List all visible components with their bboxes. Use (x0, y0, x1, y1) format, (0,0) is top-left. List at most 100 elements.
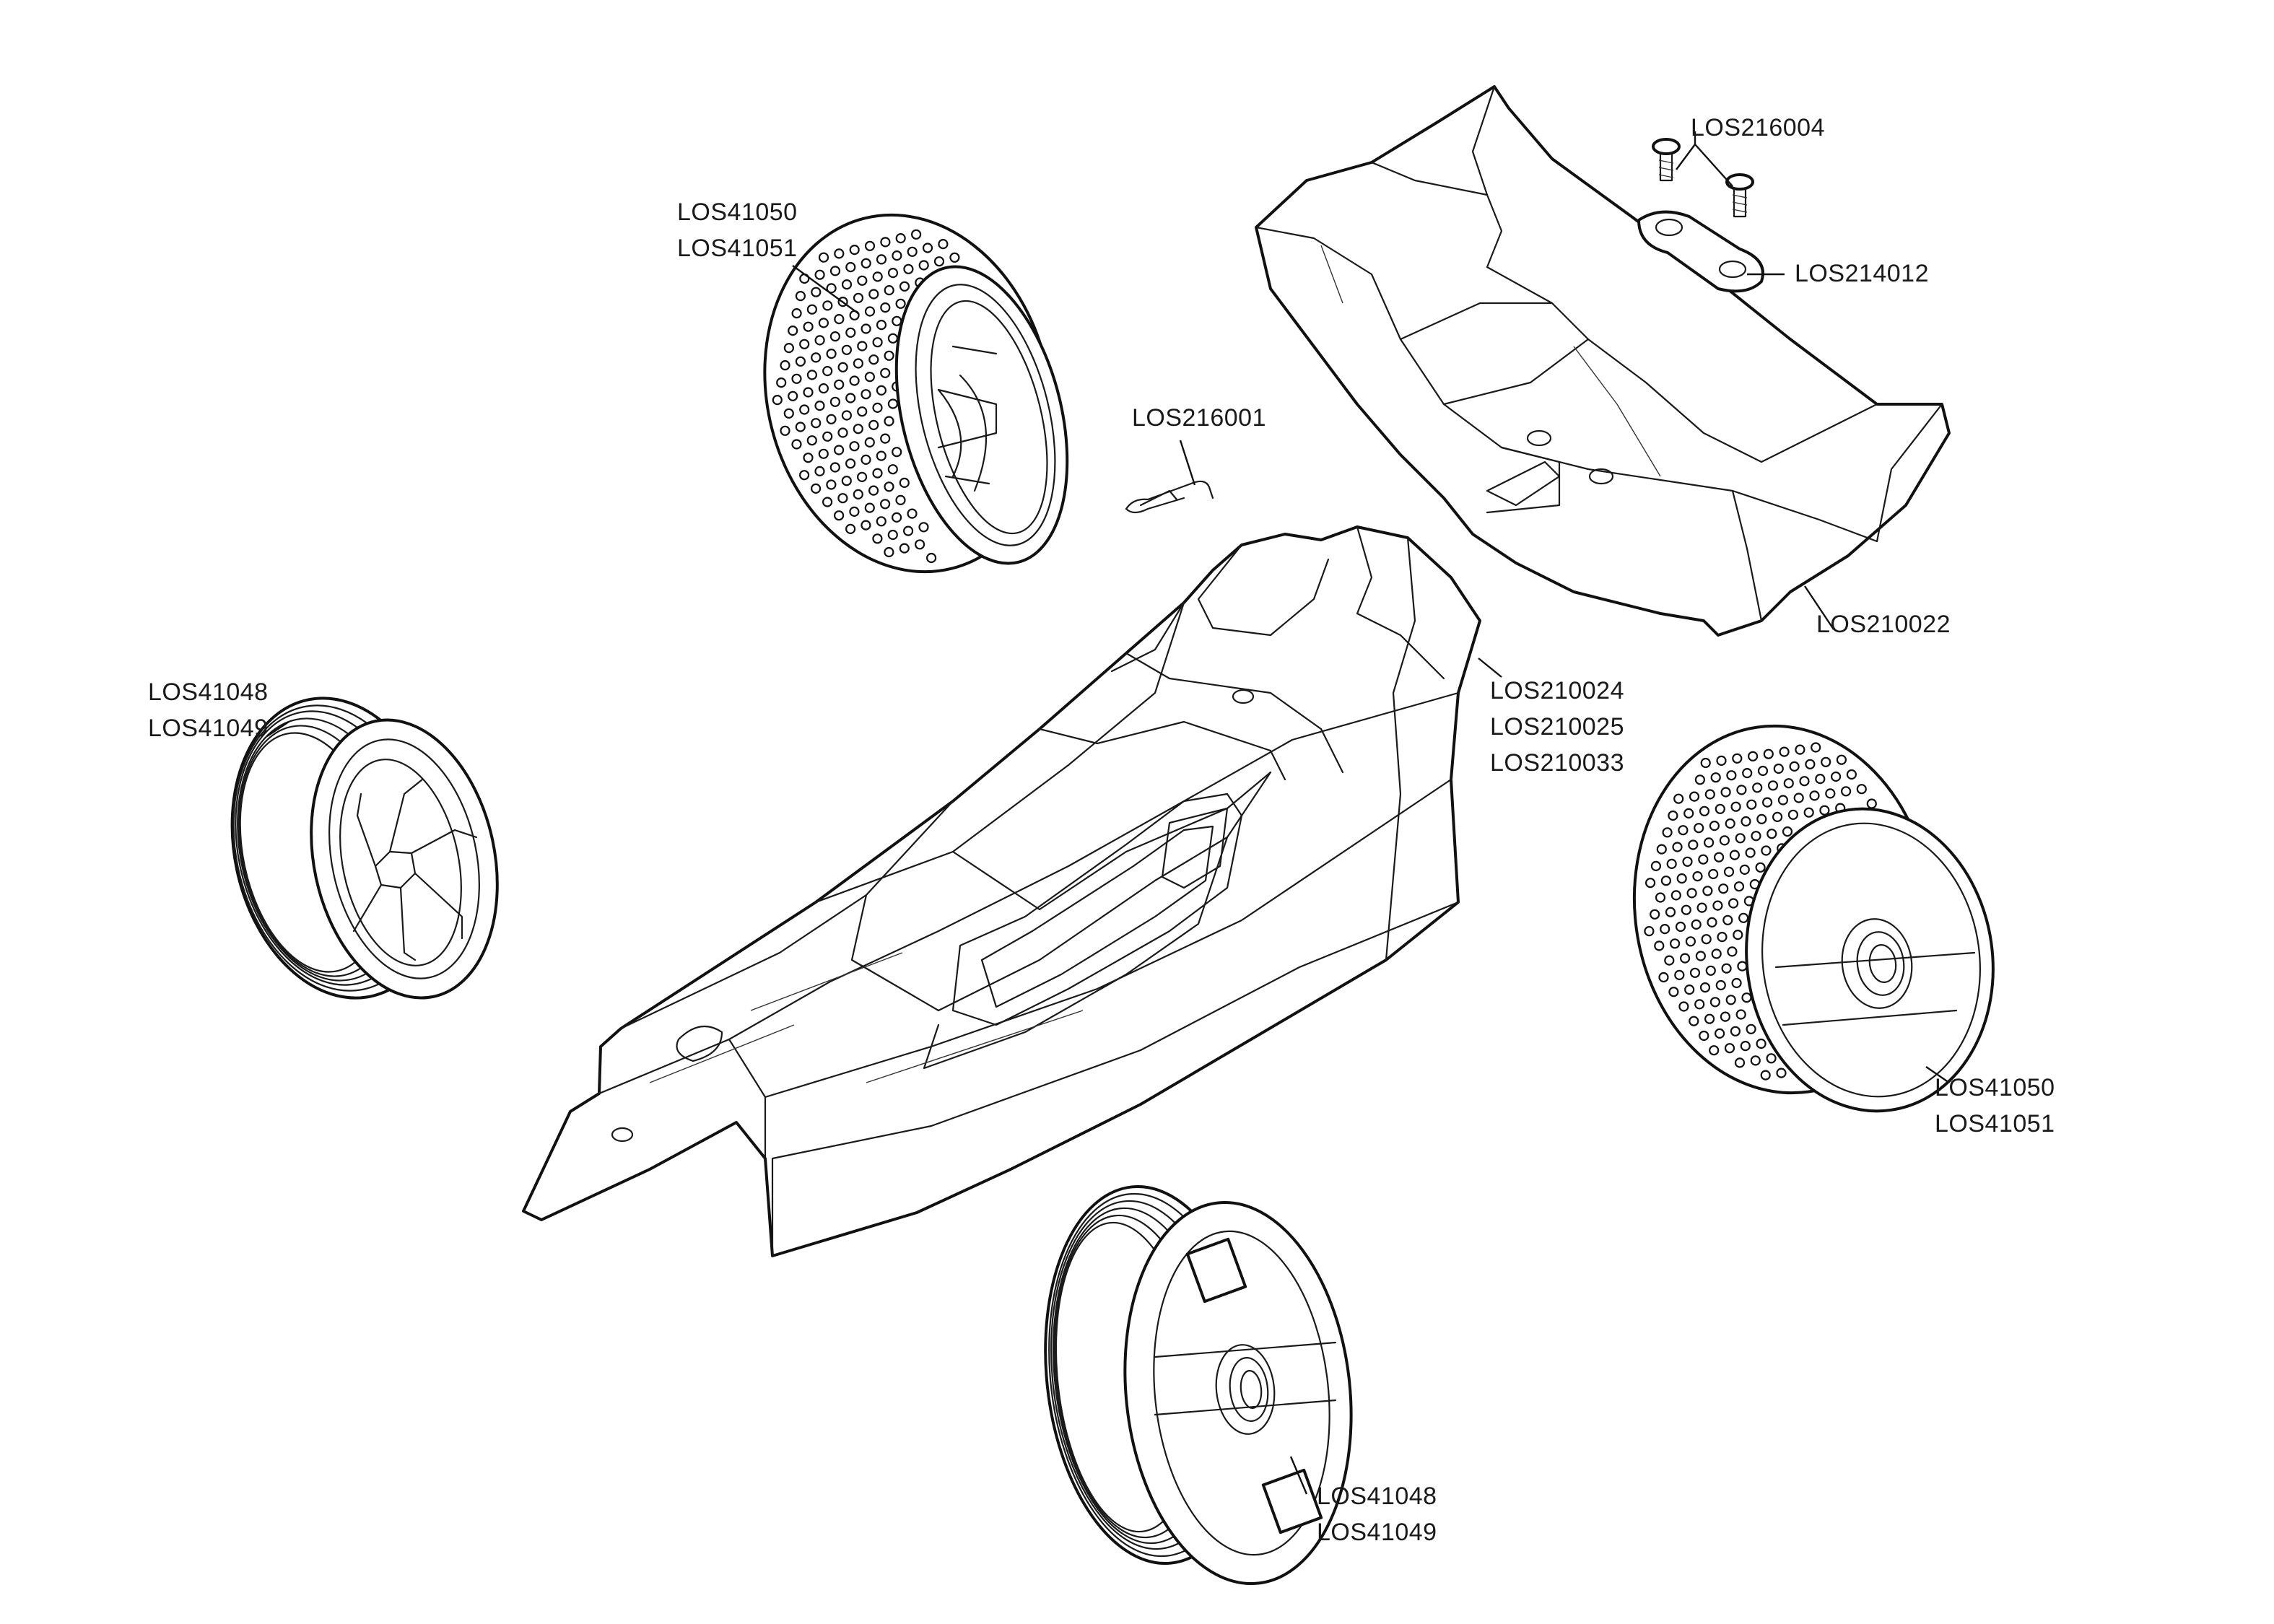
tread-stud (818, 383, 829, 394)
tread-stud (1658, 972, 1669, 983)
tread-stud (910, 229, 922, 240)
tread-stud (795, 422, 806, 432)
tread-stud (849, 375, 860, 386)
tread-stud (861, 258, 871, 269)
tread-stud (833, 510, 845, 521)
tread-stud (834, 248, 845, 259)
tread-stud (1741, 816, 1751, 827)
tread-stud (1856, 784, 1867, 795)
tread-stud (876, 320, 887, 331)
label-wing-washers: LOS214012 (1795, 260, 1929, 287)
tread-stud (949, 252, 960, 263)
label-rear-tire-right-1: LOS41050 (1935, 1074, 2055, 1101)
tread-stud (814, 335, 825, 346)
tread-stud (849, 245, 860, 256)
tread-stud (1650, 909, 1660, 920)
tread-stud (1805, 759, 1816, 769)
tread-stud (1730, 801, 1741, 812)
tread-stud (1724, 1043, 1735, 1054)
tread-stud (853, 489, 863, 500)
tread-stud (845, 523, 856, 535)
tread-stud (1732, 753, 1743, 764)
tread-stud (1795, 744, 1805, 755)
tread-stud (884, 416, 894, 427)
tread-stud (857, 275, 868, 286)
tread-stud (1731, 977, 1742, 989)
rear-tire-right (1632, 724, 1995, 1113)
tread-stud (907, 508, 918, 519)
tread-stud (1688, 839, 1699, 850)
tread-stud (1739, 864, 1750, 876)
tread-stud (1672, 842, 1683, 852)
tread-stud (925, 552, 937, 564)
tread-stud (1668, 810, 1678, 821)
tread-stud (1735, 1009, 1746, 1020)
label-front-tire-left-1: LOS41048 (148, 678, 269, 706)
tread-stud (1773, 763, 1784, 774)
tread-stud (880, 433, 891, 444)
tread-stud (1704, 789, 1715, 800)
tread-stud (1777, 795, 1788, 806)
label-rear-tire-top-2: LOS41051 (677, 235, 798, 262)
tread-stud (772, 394, 783, 406)
tread-stud (1718, 883, 1729, 894)
tread-stud (1675, 921, 1686, 933)
tread-stud (1727, 946, 1738, 957)
tread-stud (1723, 866, 1735, 878)
tread-stud (834, 314, 845, 325)
label-body-2: LOS210025 (1490, 713, 1624, 741)
tread-stud (1711, 948, 1722, 959)
tread-stud (864, 240, 876, 251)
tread-stud (826, 349, 837, 359)
tread-stud (1683, 808, 1694, 819)
tread-stud (795, 356, 806, 367)
tread-stud (892, 250, 902, 261)
tread-stud (1714, 852, 1725, 863)
tread-stud (837, 362, 848, 372)
tread-stud (1665, 907, 1676, 917)
tread-stud (1694, 774, 1705, 785)
tread-stud (887, 529, 898, 541)
tread-stud (861, 454, 871, 466)
tread-stud (1736, 785, 1747, 795)
tread-stud (1789, 761, 1800, 772)
tread-stud (1735, 833, 1746, 844)
tread-stud (845, 327, 856, 338)
tread-stud (1692, 870, 1703, 882)
tread-stud (837, 427, 848, 438)
tread-stud (822, 300, 833, 311)
tread-stud (1809, 790, 1820, 801)
tread-stud (1696, 902, 1707, 913)
label-front-tire-left-2: LOS41049 (148, 715, 269, 742)
tread-stud (806, 370, 818, 380)
tread-stud (1730, 1026, 1741, 1036)
tread-stud (1733, 881, 1745, 892)
tread-stud (899, 543, 910, 554)
tread-stud (1720, 1011, 1730, 1022)
tread-stud (818, 318, 829, 328)
tread-stud (1707, 917, 1717, 928)
tread-stud (814, 400, 825, 411)
tread-stud (1689, 791, 1700, 802)
tread-stud (1689, 1016, 1699, 1026)
tread-stud (1702, 886, 1713, 896)
tread-stud (876, 385, 887, 396)
tread-stud (1699, 806, 1710, 816)
tread-stud (1755, 862, 1766, 873)
tread-stud (811, 352, 822, 363)
tread-stud (880, 237, 891, 248)
tread-stud (829, 266, 841, 276)
tread-stud (1670, 890, 1681, 901)
tread-stud (1709, 997, 1720, 1008)
tread-stud (1668, 987, 1679, 997)
tread-stud (895, 494, 906, 506)
tread-stud (876, 254, 887, 265)
tread-stud (861, 323, 871, 334)
tread-stud (833, 445, 845, 455)
tread-stud (1660, 923, 1670, 935)
tread-stud (1763, 748, 1774, 759)
tread-stud (1715, 1028, 1725, 1039)
tread-stud (861, 389, 871, 400)
tread-stud (868, 485, 879, 496)
tread-stud (829, 462, 840, 473)
